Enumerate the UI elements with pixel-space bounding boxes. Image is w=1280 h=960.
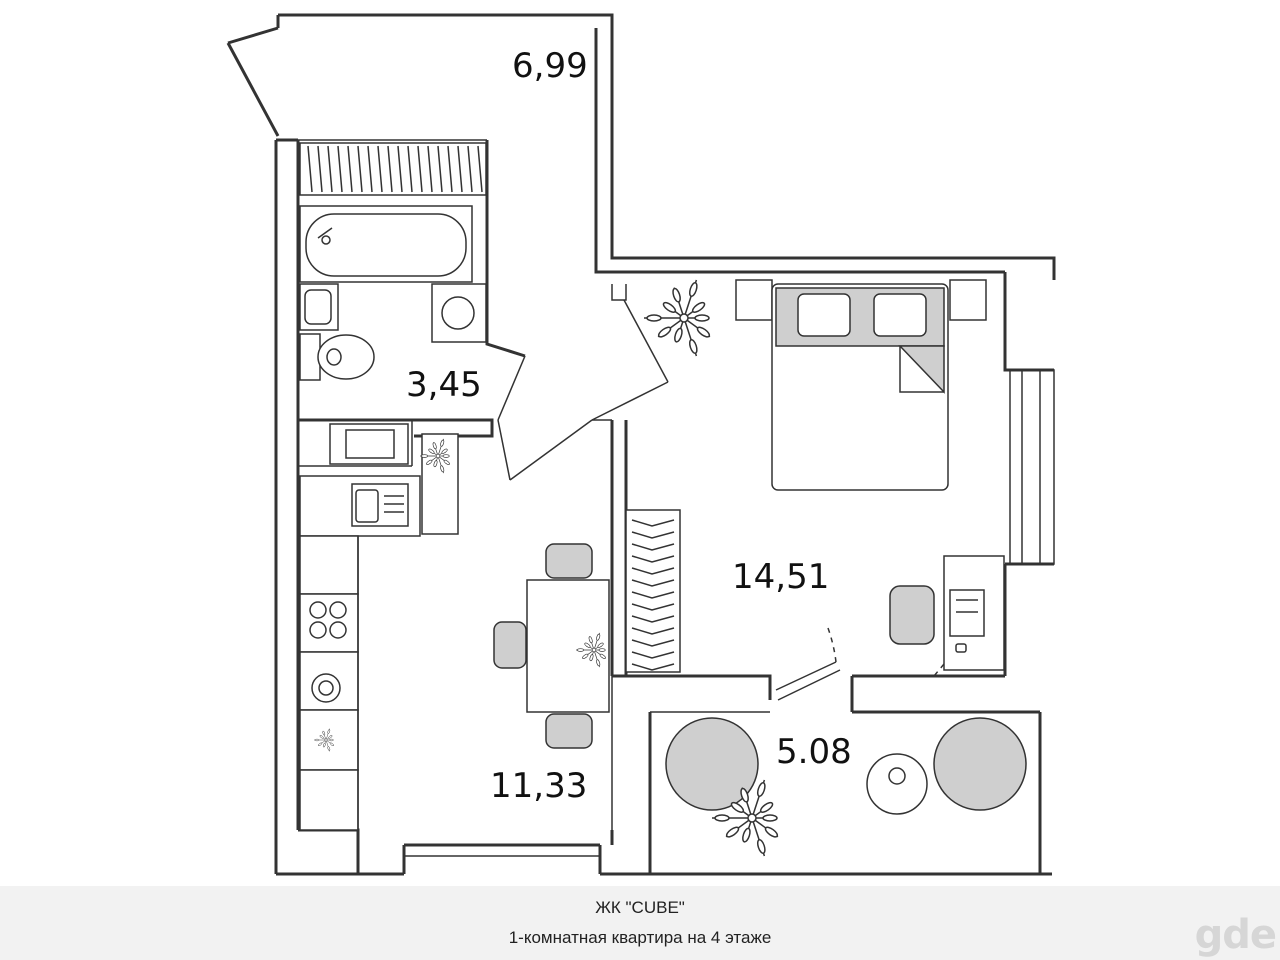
doors xyxy=(497,299,945,701)
area-loggia-top: 6,99 xyxy=(512,46,588,86)
bathroom-fixtures xyxy=(299,142,487,465)
site-logo: gde xyxy=(1194,912,1277,958)
plan-caption: ЖК "CUBE" 1-комнатная квартира на 4 этаж… xyxy=(0,886,1280,960)
walls xyxy=(226,13,1056,876)
bedroom-fixtures xyxy=(625,283,1005,673)
plants xyxy=(313,279,779,857)
area-bedroom: 14,51 xyxy=(732,557,829,597)
area-balcony: 5.08 xyxy=(776,732,852,772)
floor-plan: 6,99 3,45 11,33 14,51 5.08 xyxy=(226,13,1056,876)
kitchen-fixtures xyxy=(299,475,610,831)
complex-name: ЖК "CUBE" xyxy=(595,898,685,917)
area-kitchen: 11,33 xyxy=(490,766,587,806)
apartment-description: 1-комнатная квартира на 4 этаже xyxy=(508,928,772,947)
balcony-fixtures xyxy=(665,717,1027,815)
area-bathroom: 3,45 xyxy=(406,365,482,405)
